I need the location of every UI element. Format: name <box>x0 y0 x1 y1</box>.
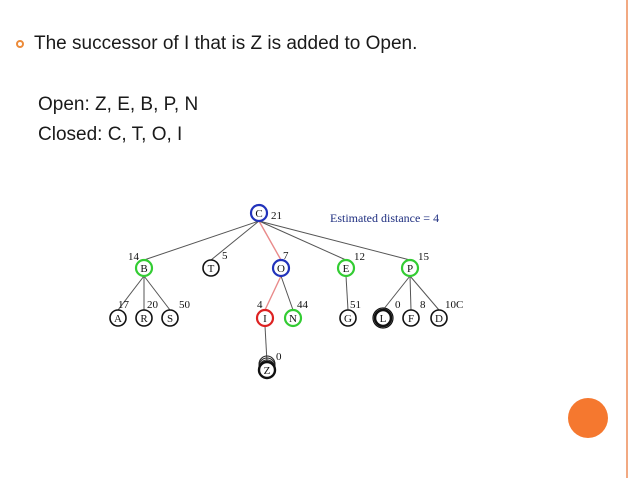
node-e-value: 12 <box>354 251 365 263</box>
edge-c-e <box>258 220 347 261</box>
node-l: L0 <box>372 299 401 329</box>
node-p-value: 15 <box>418 251 430 263</box>
node-i-label: I <box>263 313 267 325</box>
node-e-label: E <box>343 263 350 275</box>
node-l-circle <box>373 308 393 328</box>
node-o-label: O <box>277 263 285 275</box>
node-z-label: Z <box>264 365 271 377</box>
bullet-text: The successor of I that is Z is added to… <box>34 33 418 54</box>
node-r: R 20 <box>135 299 159 327</box>
edge-c-p <box>258 220 411 261</box>
node-s: S 50 <box>161 299 191 327</box>
node-s-circle <box>161 309 179 327</box>
edge-p-f <box>409 275 412 311</box>
node-a-value: 17 <box>118 299 130 311</box>
node-f-circle <box>402 309 420 327</box>
node-a-circle <box>109 309 127 327</box>
node-c-label: C <box>255 208 262 220</box>
edge-c-b <box>143 220 260 261</box>
node-n-label: N <box>289 313 297 325</box>
slide-right-rule <box>626 0 628 478</box>
node-b-circle <box>134 258 154 278</box>
node-n-circle <box>283 308 303 328</box>
node-c: C 21 <box>249 203 282 223</box>
node-z: Z0 <box>257 351 282 380</box>
node-t-value: 5 <box>222 250 228 262</box>
edge-c-o <box>258 220 282 261</box>
node-t-label: T <box>208 263 215 275</box>
node-b-value: 14 <box>128 251 140 263</box>
node-a-label: A <box>114 313 122 325</box>
edge-o-i <box>264 275 282 311</box>
node-l-outer-ring <box>372 307 394 329</box>
node-o: O7 <box>271 250 291 278</box>
bullet-ring-icon <box>16 40 24 48</box>
node-o-value: 7 <box>283 250 289 262</box>
node-z-circle <box>257 360 277 380</box>
open-list: Open: Z, E, B, P, N <box>38 94 199 115</box>
node-d-value: 10C <box>445 299 463 311</box>
node-r-circle <box>135 309 153 327</box>
node-f-value: 8 <box>420 299 426 311</box>
edge-b-a <box>117 275 145 311</box>
node-l-label: L <box>380 313 387 325</box>
node-p-label: P <box>407 263 413 275</box>
edge-p-l <box>382 275 411 311</box>
node-b-label: B <box>140 263 147 275</box>
node-g-label: G <box>344 313 352 325</box>
node-d-label: D <box>435 313 443 325</box>
node-n-value: 44 <box>297 299 309 311</box>
node-r-label: R <box>140 313 148 325</box>
node-l-value: 0 <box>395 299 401 311</box>
node-g-circle <box>339 309 357 327</box>
node-i: I4 <box>255 299 275 328</box>
node-t: T5 <box>202 250 228 277</box>
node-d-circle <box>430 309 448 327</box>
node-o-circle <box>271 258 291 278</box>
node-a: A 17 <box>109 299 130 327</box>
node-s-label: S <box>167 313 173 325</box>
node-z-value: 0 <box>276 351 282 363</box>
edge-b-s <box>143 275 171 311</box>
node-r-value: 20 <box>147 299 159 311</box>
node-i-value: 4 <box>257 299 263 311</box>
node-s-value: 50 <box>179 299 191 311</box>
estimated-distance-annotation: Estimated distance = 4 <box>330 211 439 225</box>
closed-list: Closed: C, T, O, I <box>38 124 183 145</box>
node-f-label: F <box>408 313 414 325</box>
node-e: E 12 <box>336 251 365 278</box>
accent-circle <box>568 398 608 438</box>
node-b: B14 <box>128 251 154 278</box>
node-n: N44 <box>283 299 309 328</box>
node-c-circle <box>249 203 269 223</box>
node-p-circle <box>400 258 420 278</box>
tree-edges <box>117 220 440 363</box>
node-i-circle <box>255 308 275 328</box>
bullet-item: The successor of I that is Z is added to… <box>16 33 417 55</box>
node-p: P 15 <box>400 251 430 278</box>
node-g: G 51 <box>339 299 361 327</box>
node-c-value: 21 <box>271 210 282 222</box>
edge-p-d <box>409 275 440 311</box>
node-t-circle <box>202 259 220 277</box>
node-e-circle <box>336 258 356 278</box>
node-f: F8 <box>402 299 426 327</box>
node-g-value: 51 <box>350 299 361 311</box>
edge-e-g <box>345 275 349 311</box>
edge-o-n <box>280 275 294 311</box>
edge-c-t <box>210 220 260 261</box>
